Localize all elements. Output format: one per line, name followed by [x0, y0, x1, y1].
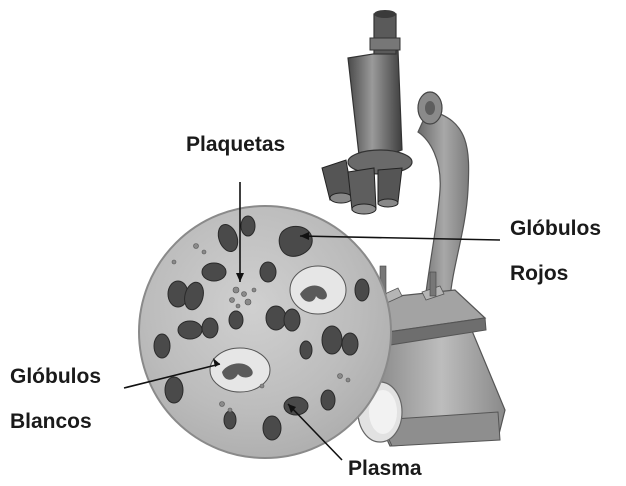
red-blood-cell — [241, 216, 255, 236]
red-blood-cell — [224, 411, 236, 429]
red-blood-cell — [229, 311, 243, 329]
label-plaquetas: Plaquetas — [186, 134, 285, 155]
red-blood-cell — [154, 334, 170, 358]
red-blood-cell — [322, 326, 342, 354]
red-blood-cell — [300, 341, 312, 359]
label-globulos-blancos-line2: Blancos — [10, 411, 92, 432]
label-globulos-blancos-line1: Glóbulos — [10, 366, 101, 387]
red-blood-cell — [260, 262, 276, 282]
red-blood-cell — [321, 390, 335, 410]
label-globulos-rojos-line1: Glóbulos — [510, 218, 601, 239]
label-plasma: Plasma — [348, 458, 422, 479]
red-blood-cell — [342, 333, 358, 355]
red-blood-cell — [202, 318, 218, 338]
red-blood-cell — [355, 279, 369, 301]
white-blood-cell — [290, 266, 346, 314]
red-blood-cell — [284, 309, 300, 331]
label-globulos-rojos-line2: Rojos — [510, 263, 568, 284]
red-blood-cell — [266, 306, 286, 330]
blood-sample-view — [139, 206, 391, 458]
red-blood-cell — [263, 416, 281, 440]
microscope-tube — [348, 50, 402, 164]
red-blood-cell — [202, 263, 226, 281]
red-blood-cell — [178, 321, 202, 339]
red-blood-cell — [165, 377, 183, 403]
